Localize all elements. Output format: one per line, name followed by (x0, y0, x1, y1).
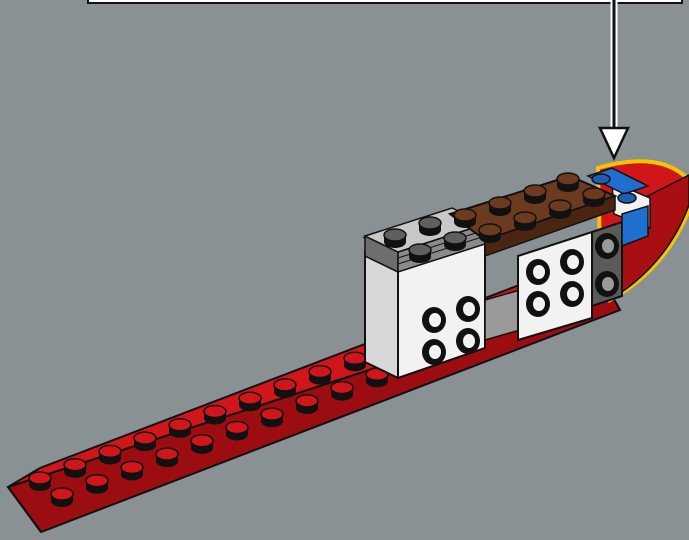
brick-hole (560, 281, 584, 307)
gray-stud (384, 229, 406, 248)
red-stud (156, 448, 178, 467)
red-stud (169, 419, 191, 438)
brick-hole (422, 307, 446, 333)
brown-stud (489, 197, 511, 216)
gray-stud (419, 217, 441, 236)
red-stud (64, 459, 86, 478)
red-stud (261, 408, 283, 427)
callout-arrow (600, 0, 628, 158)
brick-hole (422, 339, 446, 365)
red-stud (331, 382, 353, 401)
red-stud (99, 445, 121, 464)
brick-hole (526, 291, 550, 317)
brick-hole (526, 259, 550, 285)
gray-stud (444, 232, 466, 251)
red-stud (344, 352, 366, 371)
brown-stud (454, 209, 476, 228)
brown-stud (524, 185, 546, 204)
brown-stud (549, 200, 571, 219)
brick-hole (456, 296, 480, 322)
brown-stud (583, 188, 605, 207)
gray-stud (409, 244, 431, 263)
red-stud (134, 432, 156, 451)
brick-hole (560, 249, 584, 275)
brick-hole (595, 233, 619, 259)
red-stud (121, 461, 143, 480)
brown-stud (479, 224, 501, 243)
red-stud (191, 435, 213, 454)
brown-stud (514, 212, 536, 231)
red-stud (51, 488, 73, 507)
red-stud (86, 475, 108, 494)
brick-hole (595, 271, 619, 297)
brick-hole (456, 328, 480, 354)
red-stud (29, 472, 51, 491)
red-stud (226, 422, 248, 441)
red-stud (296, 395, 318, 414)
red-stud (204, 406, 226, 425)
red-stud (239, 392, 261, 411)
red-stud (274, 379, 296, 398)
brown-stud (557, 173, 579, 192)
red-stud (309, 366, 331, 385)
